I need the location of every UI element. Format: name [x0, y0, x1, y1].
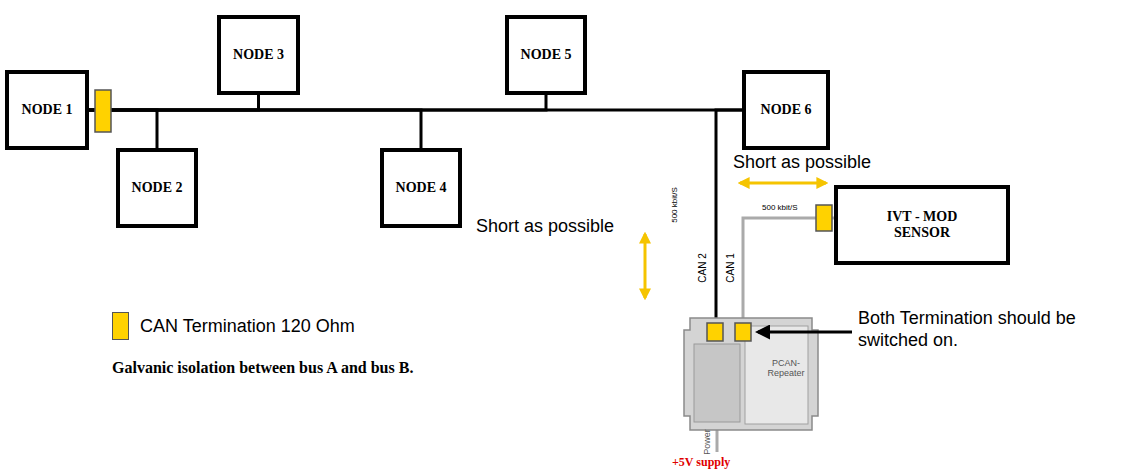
bus-name: CAN 1 [725, 253, 737, 282]
termination-resistor [816, 205, 832, 231]
legend-swatch [112, 312, 129, 340]
legend-text: CAN Termination 120 Ohm [140, 316, 355, 337]
callout-note: Both Termination should be switched on. [858, 308, 1120, 351]
node-label: NODE 1 [22, 102, 73, 118]
bitrate-label: 500 kbit/S [762, 203, 798, 213]
can1-wire [743, 218, 834, 318]
repeater-device [684, 318, 818, 430]
length-note: Short as possible [733, 152, 871, 174]
can-bus-line [89, 110, 421, 148]
termination-resistor [735, 323, 751, 341]
power-wire [716, 428, 719, 452]
power-label: Power [702, 429, 713, 455]
supply-label: +5V supply [672, 455, 730, 469]
node-box: NODE 5 [505, 15, 587, 95]
node-box: NODE 6 [742, 70, 830, 150]
length-note: Short as possible [476, 216, 614, 238]
can-bus-line [89, 95, 259, 110]
node-box: NODE 1 [5, 70, 89, 150]
node-label: NODE 2 [132, 180, 183, 196]
termination-resistor [95, 90, 111, 132]
termination-resistor [707, 323, 723, 341]
node-label: NODE 6 [761, 102, 812, 118]
repeater-node: PCAN-Repeater [684, 318, 818, 430]
node-label: NODE 4 [396, 180, 447, 196]
can-bus-line [89, 95, 546, 110]
length-arrow [740, 182, 826, 185]
node-box: NODE 4 [380, 148, 462, 228]
node-label: NODE 3 [233, 47, 284, 63]
note: Galvanic isolation between bus A and bus… [112, 358, 413, 377]
callout-arrow [758, 331, 852, 334]
node-box: NODE 2 [116, 148, 198, 228]
sensor-box: IVT - MOD SENSOR [834, 185, 1010, 265]
can-bus-line [89, 109, 742, 112]
can2-wire [716, 110, 742, 318]
device-label: PCAN-Repeater [754, 358, 818, 379]
node-label: NODE 5 [521, 47, 572, 63]
bitrate-label: 500 kbit/S [670, 187, 680, 223]
length-arrow [644, 234, 647, 298]
legend-entry: CAN Termination 120 Ohm [112, 312, 355, 340]
bus-name: CAN 2 [697, 253, 709, 282]
node-box: NODE 3 [217, 15, 300, 95]
node-label: IVT - MOD SENSOR [872, 209, 972, 241]
